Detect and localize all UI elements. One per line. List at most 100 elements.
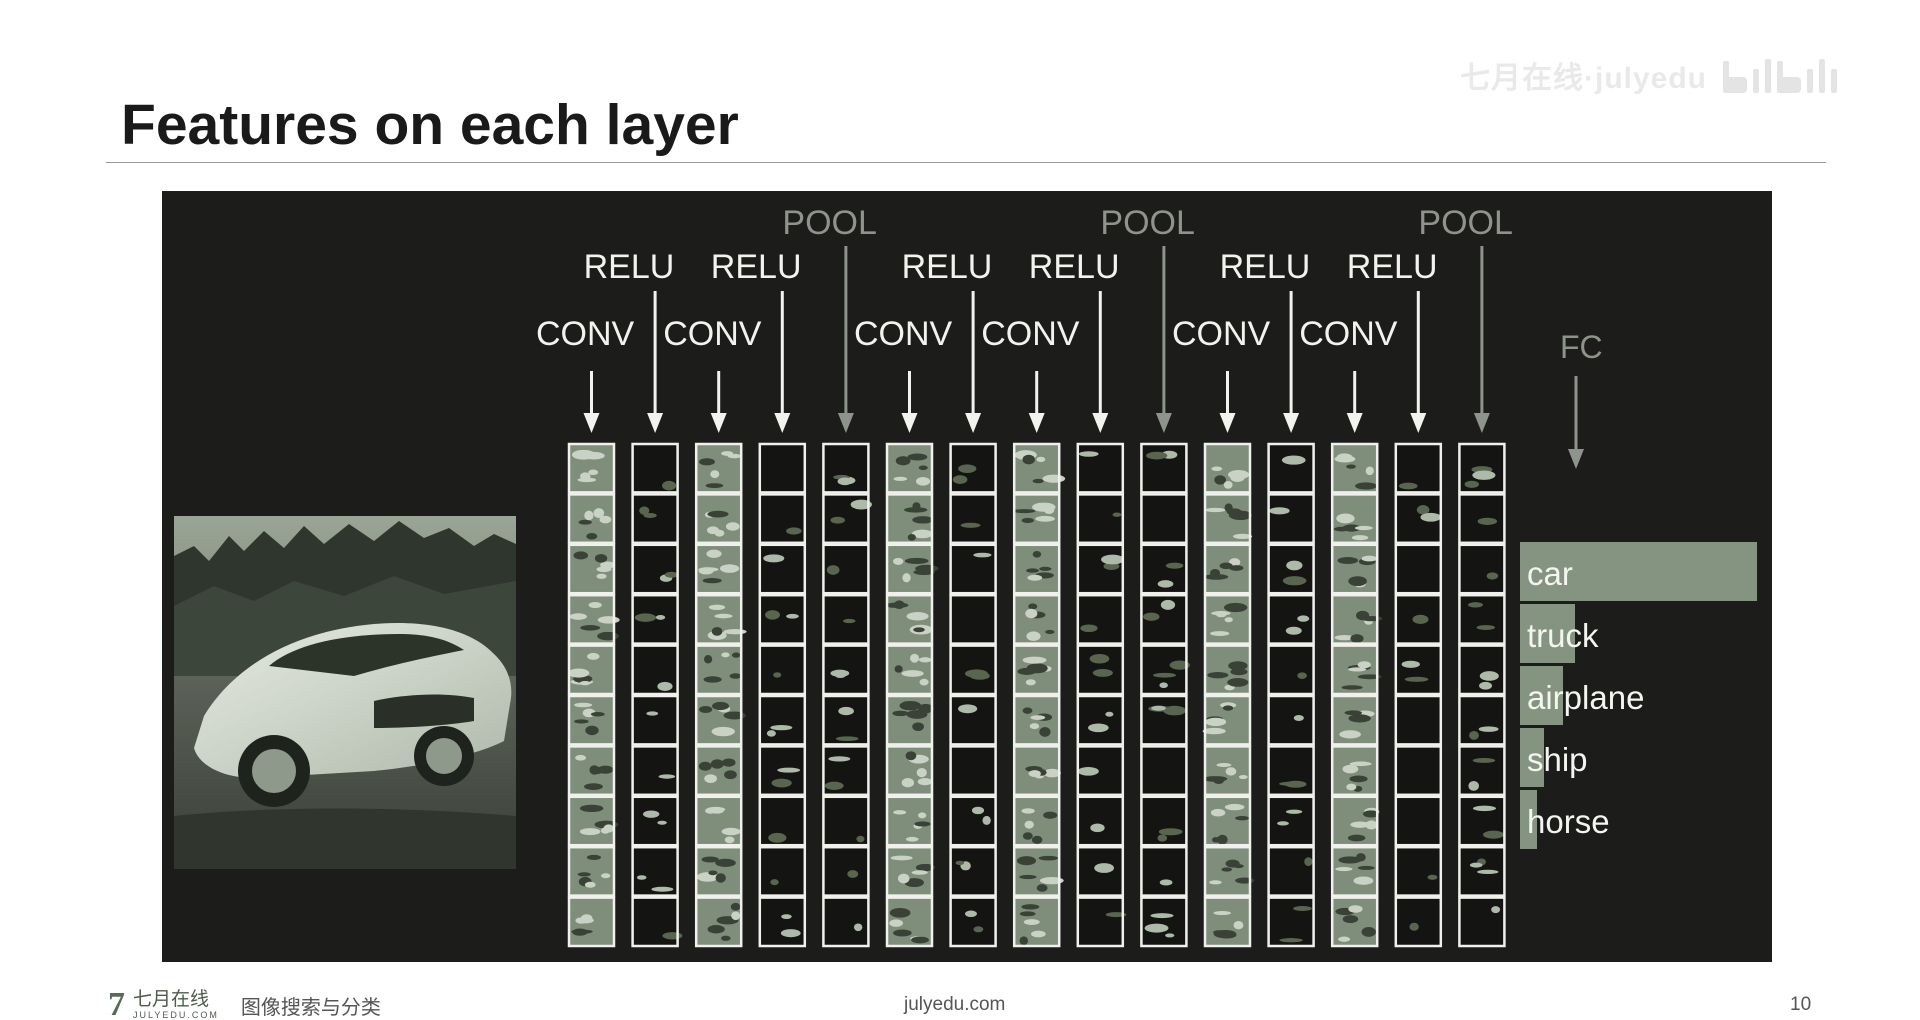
relu-label: RELU [901, 248, 993, 286]
brand-name: 七月在线 JULYEDU.COM [133, 990, 219, 1020]
fc-class-label: car [1527, 555, 1573, 592]
relu-label: RELU [1346, 248, 1438, 286]
feature-map-cell [1394, 593, 1443, 645]
feature-map-cell [1203, 896, 1252, 948]
feature-map-cell [1267, 845, 1315, 897]
feature-column-relu [758, 442, 807, 948]
feature-map-cell [694, 644, 743, 696]
relu-label: RELU [583, 248, 675, 286]
feature-map-cell [1012, 543, 1061, 595]
feature-map-cell [567, 593, 620, 645]
feature-map-cell [1076, 442, 1125, 494]
car-photo [174, 516, 516, 869]
pool-label: POOL [1418, 204, 1513, 242]
feature-map-cell [1076, 694, 1125, 746]
feature-map-columns [567, 442, 1506, 948]
conv-label: CONV [981, 315, 1080, 353]
feature-map-cell [1458, 694, 1506, 746]
feature-map-cell [631, 593, 679, 645]
arrow-head-icon [1028, 413, 1045, 433]
feature-map-cell [1076, 644, 1125, 696]
feature-map-cell [822, 442, 870, 494]
watermark-text: 七月在线·julyedu [1460, 62, 1708, 95]
feature-map-cell [1394, 644, 1443, 696]
feature-map-cell [758, 745, 807, 797]
feature-map-cell [1458, 644, 1506, 696]
feature-map-cell [1394, 795, 1443, 847]
arrow-head-icon [647, 413, 664, 433]
feature-map-cell [567, 845, 616, 897]
feature-map-cell [1330, 442, 1379, 494]
feature-map-cell [1140, 845, 1188, 897]
feature-column-conv [1202, 442, 1255, 948]
feature-map-cell [885, 543, 939, 595]
feature-map-cell [1076, 745, 1125, 797]
feature-map-cell [1267, 745, 1315, 797]
feature-map-cell [631, 543, 679, 595]
feature-column-pool [822, 442, 872, 948]
feature-map-cell [1458, 493, 1506, 545]
feature-map-cell [694, 795, 743, 847]
feature-map-cell [1140, 795, 1188, 847]
feature-map-cell [949, 694, 997, 746]
feature-map-cell [1267, 896, 1315, 948]
layer-arrows [583, 246, 1584, 469]
arrow-head-icon [583, 413, 600, 433]
feature-map-cell [949, 644, 997, 696]
feature-map-cell [1394, 896, 1443, 948]
feature-map-cell [822, 795, 870, 847]
fc-score-bar [1520, 666, 1563, 725]
feature-map-cell [758, 795, 807, 847]
feature-map-cell [758, 845, 807, 897]
brand-name-cn: 七月在线 [133, 988, 210, 1010]
feature-map-cell [1330, 896, 1379, 948]
feature-map-cell [631, 442, 679, 494]
feature-column-relu [949, 442, 997, 948]
relu-label: RELU [1028, 248, 1120, 286]
feature-map-cell [1203, 745, 1252, 797]
feature-map-cell [1267, 795, 1315, 847]
feature-map-cell [949, 593, 997, 645]
feature-map-cell [1076, 845, 1125, 897]
arrow-head-icon [837, 413, 854, 433]
feature-map-cell [758, 543, 807, 595]
feature-column-conv [1012, 442, 1066, 948]
feature-map-cell [885, 745, 934, 797]
feature-map-cell [1203, 593, 1252, 645]
feature-map-cell [1330, 493, 1379, 545]
feature-column-relu [1394, 442, 1443, 948]
conv-label: CONV [536, 315, 635, 353]
feature-column-pool [1140, 442, 1190, 948]
feature-map-cell [949, 795, 997, 847]
fc-score-bar [1520, 728, 1544, 787]
fc-score-bar [1520, 542, 1757, 601]
bilibili-logo-icon [1723, 59, 1838, 93]
feature-map-cell [1458, 845, 1506, 897]
feature-map-cell [567, 694, 616, 746]
feature-map-cell [758, 896, 807, 948]
feature-map-cell [1203, 543, 1252, 595]
feature-map-cell [1330, 543, 1379, 595]
footer-logo: 7 七月在线 JULYEDU.COM 图像搜索与分类 [108, 988, 381, 1020]
feature-map-cell [1458, 543, 1506, 595]
feature-map-cell [949, 896, 997, 948]
watermark: 七月在线·julyedu [1460, 50, 1890, 100]
feature-map-cell [1076, 593, 1125, 645]
feature-map-cell [1012, 795, 1061, 847]
feature-map-cell [949, 493, 997, 545]
feature-map-cell [1076, 795, 1125, 847]
feature-map-cell [1394, 493, 1443, 545]
feature-map-cell [1330, 845, 1379, 897]
feature-map-cell [1458, 745, 1506, 797]
feature-column-conv [694, 442, 747, 948]
brand-name-en: JULYEDU.COM [133, 1010, 219, 1020]
feature-map-cell [822, 745, 870, 797]
feature-map-cell [1394, 543, 1443, 595]
feature-map-cell [758, 644, 807, 696]
feature-map-cell [1394, 745, 1443, 797]
feature-map-cell [694, 493, 743, 545]
relu-label: RELU [1219, 248, 1311, 286]
feature-map-cell [1458, 593, 1506, 645]
feature-map-cell [1076, 543, 1125, 595]
